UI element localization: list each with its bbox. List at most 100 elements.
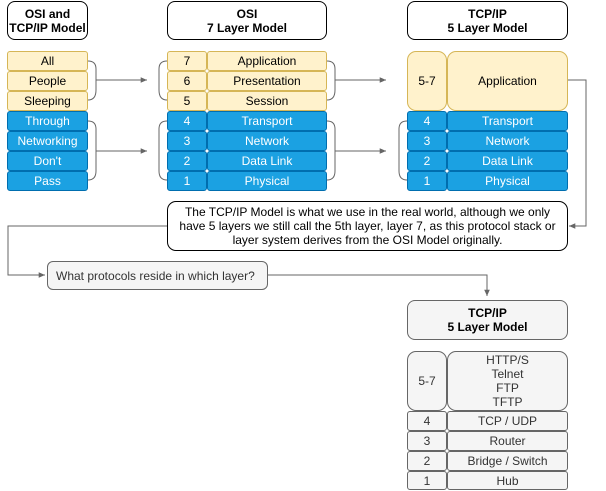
explanation-note-text: The TCP/IP Model is what we use in the r…: [179, 205, 556, 247]
layer-number: 5-7: [418, 374, 436, 388]
tcpip-layer-5-7-num: 5-7: [407, 51, 447, 111]
arrow-application-to-note: [568, 79, 587, 229]
osi-layer-7-name: Application: [207, 51, 327, 71]
layer-name: Data Link: [241, 154, 293, 168]
protocol-names: HTTP/S Telnet FTP TFTP: [486, 353, 529, 409]
osi-layer-2-num: 2: [167, 151, 207, 171]
mnemonic-people: People: [7, 71, 88, 91]
header-tcpip-bottom: TCP/IP 5 Layer Model: [407, 300, 568, 340]
layer-name: Physical: [244, 174, 290, 188]
layer-number: 4: [423, 114, 431, 128]
tcpip-layer-1-num: 1: [407, 171, 447, 191]
tcpip-layer-2-num: 2: [407, 151, 447, 171]
layer-number: 4: [423, 414, 431, 428]
osi-layer-4-num: 4: [167, 111, 207, 131]
layer-number: 1: [423, 473, 431, 488]
header-tcpip-top: TCP/IP 5 Layer Model: [407, 1, 568, 40]
header-left: OSI and TCP/IP Model: [7, 1, 88, 40]
osi-layer-6-num: 6: [167, 71, 207, 91]
mnemonic-networking: Networking: [7, 131, 88, 151]
mnemonic-label: Networking: [17, 134, 78, 148]
protocol-names: Router: [489, 434, 526, 448]
protocol-layer-2-name: Bridge / Switch: [447, 451, 568, 471]
osi-layer-1-name: Physical: [207, 171, 327, 191]
osi-layer-3-num: 3: [167, 131, 207, 151]
question-box: What protocols reside in which layer?: [47, 261, 268, 290]
layer-number: 3: [423, 434, 431, 448]
layer-number: 3: [183, 134, 191, 148]
mnemonic-label: Don't: [33, 154, 62, 168]
mnemonic-all: All: [7, 51, 88, 71]
brace-tcpip-lower-left: [398, 120, 408, 181]
protocol-layer-1-name: Hub: [447, 471, 568, 490]
layer-name: Network: [244, 134, 289, 148]
protocol-names: TCP / UDP: [477, 414, 538, 428]
osi-layer-1-num: 1: [167, 171, 207, 191]
protocol-names: Bridge / Switch: [467, 454, 548, 468]
mnemonic-label: Through: [25, 114, 70, 128]
osi-layer-5-num: 5: [167, 91, 207, 111]
osi-layer-6-name: Presentation: [207, 71, 327, 91]
tcpip-layer-3-num: 3: [407, 131, 447, 151]
brace-osi-lower-left: [158, 120, 168, 181]
explanation-note: The TCP/IP Model is what we use in the r…: [167, 201, 568, 251]
protocol-application-list: HTTP/S Telnet FTP TFTP: [447, 351, 568, 411]
tcpip-layer-1-name: Physical: [447, 171, 568, 191]
layer-name: Application: [478, 74, 537, 88]
osi-layer-2-name: Data Link: [207, 151, 327, 171]
brace-mnemonic-lower: [87, 120, 97, 181]
layer-name: Network: [485, 134, 530, 148]
layer-name: Presentation: [233, 74, 301, 88]
protocol-layer-5-7-num: 5-7: [407, 351, 447, 411]
protocol-layer-3-name: Router: [447, 431, 568, 451]
mnemonic-label: People: [28, 74, 67, 88]
layer-name: Transport: [241, 114, 293, 128]
mnemonic-pass: Pass: [7, 171, 88, 191]
brace-osi-upper-left: [158, 60, 168, 101]
brace-osi-lower-right: [326, 120, 336, 181]
tcpip-layer-4-num: 4: [407, 111, 447, 131]
mnemonic-dont: Don't: [7, 151, 88, 171]
header-tcpip-top-label: TCP/IP 5 Layer Model: [447, 6, 528, 35]
arrow-note-to-question: [7, 225, 167, 278]
layer-name: Data Link: [482, 154, 533, 168]
layer-name: Transport: [482, 114, 533, 128]
layer-number: 1: [423, 174, 431, 188]
layer-number: 4: [183, 114, 191, 128]
layer-name: Physical: [485, 174, 530, 188]
layer-number: 7: [183, 54, 191, 68]
header-tcpip-bottom-label: TCP/IP 5 Layer Model: [447, 306, 528, 334]
mnemonic-label: Pass: [34, 174, 61, 188]
header-osi: OSI 7 Layer Model: [167, 1, 327, 40]
tcpip-layer-4-name: Transport: [447, 111, 568, 131]
osi-layer-7-num: 7: [167, 51, 207, 71]
layer-name: Application: [237, 54, 297, 68]
layer-number: 2: [183, 154, 191, 168]
brace-osi-upper-right: [326, 60, 336, 101]
tcpip-layer-3-name: Network: [447, 131, 568, 151]
osi-layer-3-name: Network: [207, 131, 327, 151]
mnemonic-through: Through: [7, 111, 88, 131]
layer-number: 2: [423, 454, 431, 468]
layer-number: 5: [183, 94, 191, 108]
layer-number: 2: [423, 154, 431, 168]
osi-layer-5-name: Session: [207, 91, 327, 111]
layer-name: Session: [245, 94, 289, 108]
brace-mnemonic-upper: [87, 60, 97, 101]
layer-number: 1: [183, 174, 191, 188]
layer-number: 5-7: [418, 74, 436, 88]
tcpip-application: Application: [447, 51, 568, 111]
header-osi-label: OSI 7 Layer Model: [206, 6, 288, 35]
layer-number: 6: [183, 74, 191, 88]
mnemonic-label: Sleeping: [24, 94, 71, 108]
question-text: What protocols reside in which layer?: [56, 268, 255, 283]
tcpip-layer-2-name: Data Link: [447, 151, 568, 171]
header-left-label: OSI and TCP/IP Model: [9, 6, 86, 35]
protocol-layer-4-num: 4: [407, 411, 447, 431]
protocol-layer-4-name: TCP / UDP: [447, 411, 568, 431]
osi-layer-4-name: Transport: [207, 111, 327, 131]
mnemonic-label: All: [40, 54, 55, 68]
mnemonic-sleeping: Sleeping: [7, 91, 88, 111]
protocol-layer-1-num: 1: [407, 471, 447, 490]
